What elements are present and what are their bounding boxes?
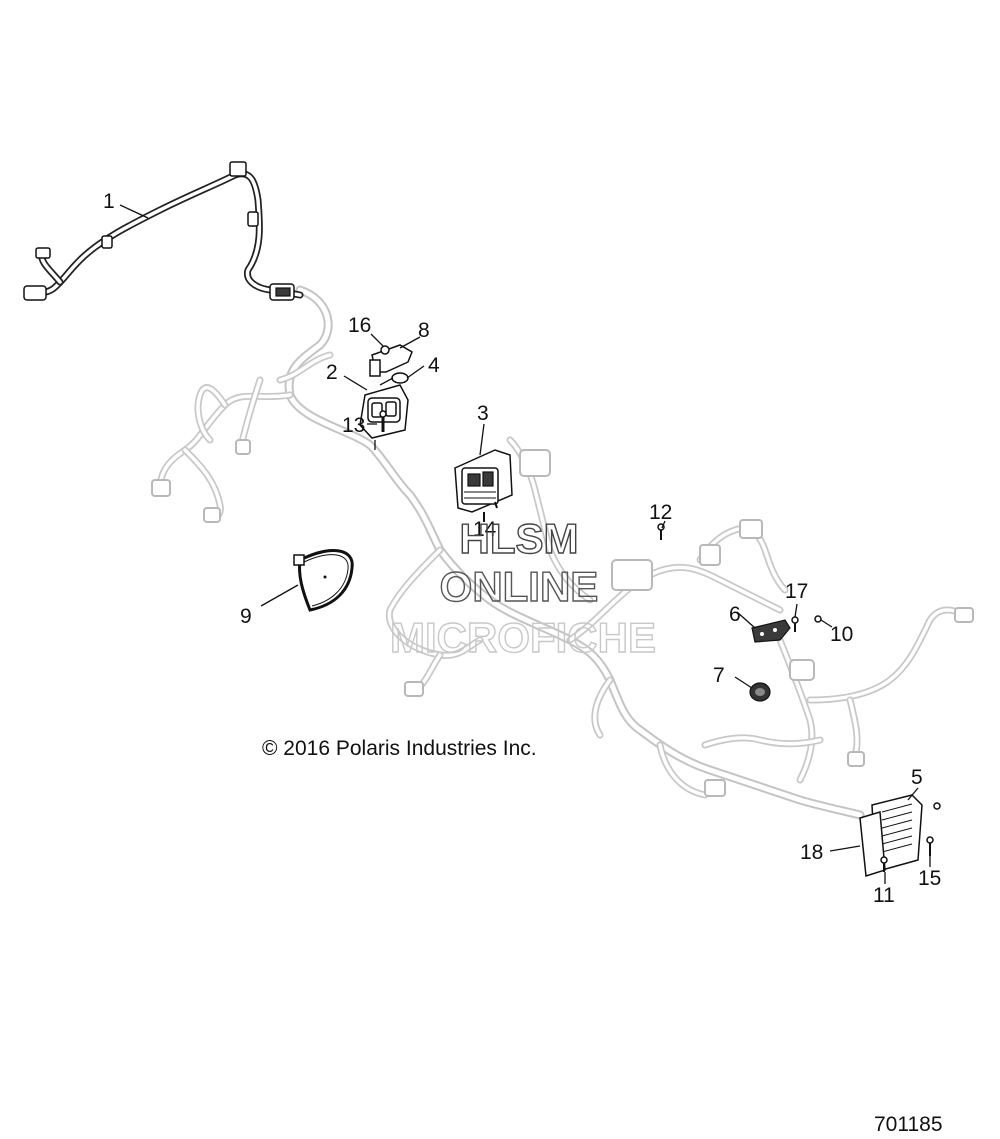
callout-labels: 1 2 3 4 5 6 7 8 9 10 11 12 13 14 15 16 1… [103, 190, 941, 907]
watermark-line-3: MICROFICHE [390, 614, 656, 661]
callout-7: 7 [713, 664, 725, 687]
part-13-bolt [379, 410, 387, 432]
part-16-nut [380, 345, 390, 355]
watermark-line-1: HLSM [460, 515, 579, 562]
callout-8: 8 [418, 319, 430, 342]
callout-9: 9 [240, 605, 252, 628]
callout-2: 2 [326, 361, 338, 384]
callout-11: 11 [873, 884, 895, 907]
callout-12: 12 [649, 501, 672, 524]
watermark: HLSM ONLINE MICROFICHE [389, 514, 656, 661]
diagram-id: 701185 [874, 1113, 943, 1136]
part-17-bolt [791, 616, 799, 632]
part-8-bracket [369, 344, 413, 377]
part-4-sensor [379, 372, 409, 386]
callout-6: 6 [729, 603, 741, 626]
part-7-grommet [749, 682, 771, 702]
part-15-bolt [926, 836, 934, 856]
callout-10: 10 [830, 623, 853, 646]
part-3-ecu [454, 449, 513, 513]
callout-14: 14 [473, 518, 497, 541]
part-6-bracket [751, 619, 791, 643]
part-14-screw [483, 501, 498, 522]
callout-4: 4 [428, 354, 440, 377]
callout-5: 5 [911, 766, 923, 789]
part-5-screw [933, 802, 941, 810]
part-9-strap [293, 549, 354, 612]
part-11-bolt [880, 856, 888, 872]
callout-16: 16 [348, 314, 371, 337]
callout-3: 3 [477, 402, 489, 425]
callout-1: 1 [103, 190, 115, 213]
callout-18: 18 [800, 841, 823, 864]
callout-17: 17 [785, 580, 808, 603]
part-18-plate [859, 811, 886, 877]
part-1-upper-harness [23, 161, 304, 301]
watermark-line-2: ONLINE [440, 563, 599, 610]
part-10-screw [814, 615, 822, 623]
leader-lines [119, 204, 931, 884]
callout-13: 13 [342, 414, 365, 437]
copyright-notice: © 2016 Polaris Industries Inc. [262, 737, 537, 760]
main-harness [151, 285, 974, 820]
callout-15: 15 [918, 867, 941, 890]
